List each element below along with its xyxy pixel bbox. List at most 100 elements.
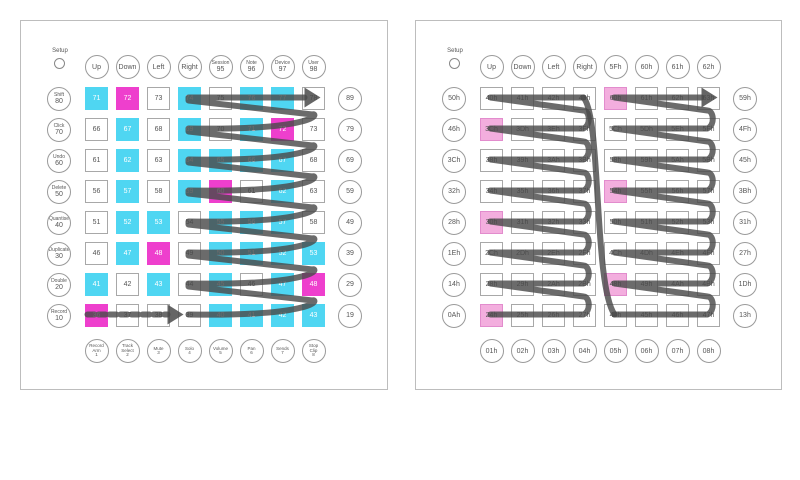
grid-pad[interactable]: 2Ah xyxy=(542,273,565,296)
grid-pad[interactable]: 69 xyxy=(178,118,201,141)
bottom-button[interactable]: 08h xyxy=(696,339,721,363)
grid-pad[interactable]: 56h xyxy=(666,180,689,203)
grid-pad[interactable]: 40h xyxy=(480,87,503,110)
side-button-left[interactable]: 46h xyxy=(442,117,466,142)
grid-pad[interactable]: 52h xyxy=(666,211,689,234)
bottom-button[interactable]: 03h xyxy=(541,339,566,363)
grid-pad[interactable]: 4Fh xyxy=(697,242,720,265)
top-button[interactable]: Down xyxy=(510,55,535,79)
grid-pad[interactable]: 54h xyxy=(604,180,627,203)
top-button[interactable]: 62h xyxy=(696,55,721,79)
grid-pad[interactable]: 63 xyxy=(302,180,325,203)
side-button-right[interactable]: 79 xyxy=(338,117,362,142)
top-button[interactable]: Left xyxy=(541,55,566,79)
grid-pad[interactable]: 53 xyxy=(302,242,325,265)
grid-pad[interactable]: 68 xyxy=(147,118,170,141)
grid-pad[interactable]: 57h xyxy=(697,180,720,203)
grid-pad[interactable]: 75 xyxy=(209,87,232,110)
grid-pad[interactable]: 34h xyxy=(480,180,503,203)
grid-pad[interactable]: 3Eh xyxy=(542,118,565,141)
grid-pad[interactable]: 3Dh xyxy=(511,118,534,141)
grid-pad[interactable]: 46 xyxy=(85,242,108,265)
grid-pad[interactable]: 74 xyxy=(178,87,201,110)
grid-pad[interactable]: 55h xyxy=(635,180,658,203)
grid-pad[interactable]: 51 xyxy=(85,211,108,234)
grid-pad[interactable]: 63h xyxy=(697,87,720,110)
side-button-right[interactable]: 29 xyxy=(338,272,362,297)
grid-pad[interactable]: 52 xyxy=(271,242,294,265)
side-button-right[interactable]: 89 xyxy=(338,86,362,111)
top-button[interactable]: Right xyxy=(572,55,597,79)
bottom-button[interactable]: 07h xyxy=(665,339,690,363)
setup-button[interactable] xyxy=(449,58,460,69)
grid-pad[interactable]: 46 xyxy=(240,273,263,296)
grid-pad[interactable]: 37h xyxy=(573,180,596,203)
grid-pad[interactable]: 66 xyxy=(240,149,263,172)
grid-pad[interactable]: 4Ch xyxy=(604,242,627,265)
bottom-button[interactable]: 05h xyxy=(603,339,628,363)
grid-pad[interactable]: 43 xyxy=(147,273,170,296)
grid-pad[interactable]: 58h xyxy=(604,149,627,172)
top-button[interactable]: Up xyxy=(479,55,504,79)
bottom-button[interactable]: 06h xyxy=(634,339,659,363)
grid-pad[interactable]: 39 xyxy=(178,304,201,327)
grid-pad[interactable]: 54 xyxy=(178,211,201,234)
side-button-right[interactable]: 59 xyxy=(338,179,362,204)
grid-pad[interactable]: 4Dh xyxy=(635,242,658,265)
grid-pad[interactable]: 78 xyxy=(302,87,325,110)
grid-pad[interactable]: 47 xyxy=(116,242,139,265)
side-button-right[interactable]: 39 xyxy=(338,241,362,266)
side-button-left[interactable]: 1Eh xyxy=(442,241,466,266)
grid-pad[interactable]: 3Ah xyxy=(542,149,565,172)
grid-pad[interactable]: 76 xyxy=(240,87,263,110)
grid-pad[interactable]: 59 xyxy=(178,180,201,203)
grid-pad[interactable]: 58 xyxy=(147,180,170,203)
grid-pad[interactable]: 38 xyxy=(147,304,170,327)
grid-pad[interactable]: 42 xyxy=(116,273,139,296)
grid-pad[interactable]: 44h xyxy=(604,304,627,327)
grid-pad[interactable]: 2Bh xyxy=(573,273,596,296)
grid-pad[interactable]: 51h xyxy=(635,211,658,234)
grid-pad[interactable]: 3Bh xyxy=(573,149,596,172)
grid-pad[interactable]: 42h xyxy=(542,87,565,110)
grid-pad[interactable]: 31h xyxy=(511,211,534,234)
grid-pad[interactable]: 5Eh xyxy=(666,118,689,141)
grid-pad[interactable]: 71 xyxy=(85,87,108,110)
grid-pad[interactable]: 48 xyxy=(147,242,170,265)
grid-pad[interactable]: 67 xyxy=(116,118,139,141)
grid-pad[interactable]: 62h xyxy=(666,87,689,110)
side-button-right[interactable]: 19 xyxy=(338,303,362,328)
top-button[interactable]: Down xyxy=(115,55,140,79)
grid-pad[interactable]: 73 xyxy=(147,87,170,110)
grid-pad[interactable]: 2Fh xyxy=(573,242,596,265)
top-button[interactable]: Up xyxy=(84,55,109,79)
grid-pad[interactable]: 32h xyxy=(542,211,565,234)
grid-pad[interactable]: 53h xyxy=(697,211,720,234)
grid-pad[interactable]: 2Eh xyxy=(542,242,565,265)
grid-pad[interactable]: 44 xyxy=(178,273,201,296)
grid-pad[interactable]: 28h xyxy=(480,273,503,296)
grid-pad[interactable]: 29h xyxy=(511,273,534,296)
grid-pad[interactable]: 59h xyxy=(635,149,658,172)
grid-pad[interactable]: 3Fh xyxy=(573,118,596,141)
grid-pad[interactable]: 5Fh xyxy=(697,118,720,141)
side-button-right[interactable]: 1Dh xyxy=(733,272,757,297)
grid-pad[interactable]: 73 xyxy=(302,118,325,141)
grid-pad[interactable]: 70 xyxy=(209,118,232,141)
grid-pad[interactable]: 57 xyxy=(116,180,139,203)
grid-pad[interactable]: 63 xyxy=(147,149,170,172)
top-button[interactable]: 60h xyxy=(634,55,659,79)
grid-pad[interactable]: 72 xyxy=(271,118,294,141)
grid-pad[interactable]: 55 xyxy=(209,211,232,234)
grid-pad[interactable]: 33h xyxy=(573,211,596,234)
